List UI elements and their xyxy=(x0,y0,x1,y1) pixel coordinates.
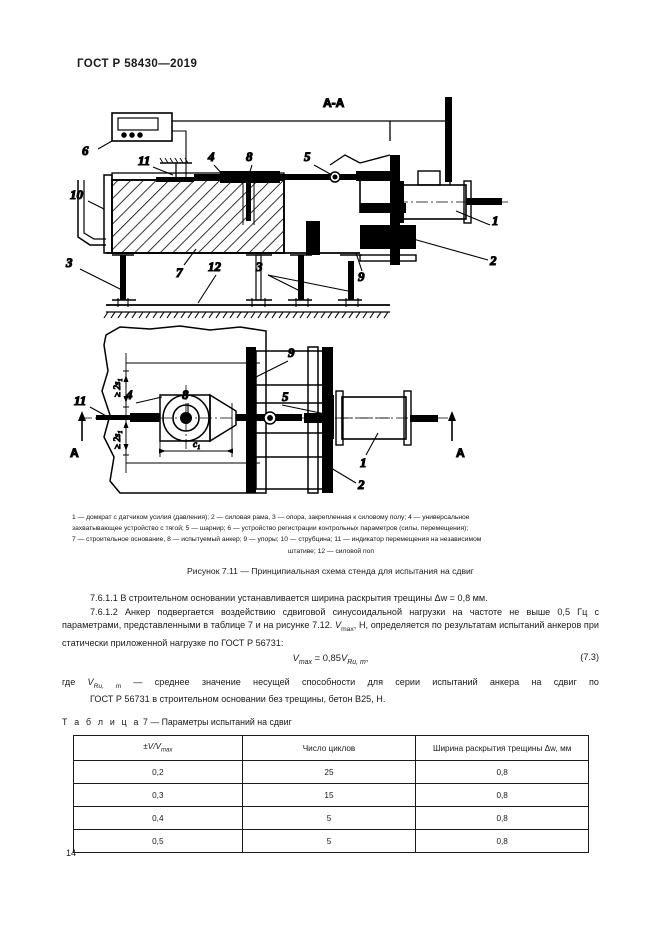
table-caption-rest: 7 — Параметры испытаний на сдвиг xyxy=(140,717,292,727)
formula-vrum-sub: Ru, m xyxy=(347,658,366,666)
table-caption-prefix: Т а б л и ц а xyxy=(62,717,141,727)
cell-ratio: 0,4 xyxy=(73,806,243,830)
where-text-1: — среднее значение несущей способности д… xyxy=(121,677,599,687)
plan-callout-2: 2 xyxy=(357,477,365,492)
cell-crack: 0,8 xyxy=(415,783,589,807)
legend-line-3: 7 — строительное основание, 8 — испытуем… xyxy=(72,536,482,544)
formula-vrum: V xyxy=(340,652,348,663)
where-block: где VRu, m — среднее значение несущей сп… xyxy=(62,676,599,707)
vmax-subscript: max xyxy=(341,626,354,633)
legend-line-1: 1 — домкрат с датчиком усилия (давления)… xyxy=(72,514,470,521)
legend-line-2: захватывающее устройство с тягой; 5 — ша… xyxy=(72,525,469,533)
table-row: 0,2 25 0,8 xyxy=(73,760,589,784)
table-row: 0,3 15 0,8 xyxy=(73,783,589,807)
where-line-1: где VRu, m — среднее значение несущей сп… xyxy=(62,676,599,693)
paragraph-7-6-1-2-part-a: 7.6.1.2 Анкер подвергается воздействию с… xyxy=(62,606,599,631)
formula-vmax-sub: max xyxy=(298,658,313,666)
parameters-table: ±V/Vmax Число циклов Ширина раскрытия тр… xyxy=(73,735,589,853)
cell-crack: 0,8 xyxy=(415,829,589,853)
cell-cycles: 5 xyxy=(241,829,417,853)
table-row: 0,5 5 0,8 xyxy=(73,829,589,853)
where-prefix: где xyxy=(62,677,88,687)
table-header-crack: Ширина раскрытия трещины Δw, мм xyxy=(415,735,589,761)
callout-2: 2 xyxy=(489,253,497,268)
formula-7-3: Vmax = 0,85VRu, m, xyxy=(62,652,599,666)
callout-3b: 3 xyxy=(255,259,263,274)
formula-7-3-row: Vmax = 0,85VRu, m, (7.3) xyxy=(62,652,599,666)
dimension-c1: c₁ xyxy=(193,439,200,449)
paragraph-7-6-1-1: 7.6.1.1 В строительном основании устанав… xyxy=(90,593,488,603)
table-header-cycles: Число циклов xyxy=(241,735,417,761)
plan-callout-5: 5 xyxy=(282,389,289,404)
callout-1: 1 xyxy=(492,213,499,228)
plan-callout-9: 9 xyxy=(288,345,295,360)
cell-ratio: 0,2 xyxy=(73,760,243,784)
callout-8: 8 xyxy=(246,149,253,164)
formula-equals: = 0,85 xyxy=(312,652,341,663)
plan-callout-4: 4 xyxy=(125,387,133,402)
callout-11: 11 xyxy=(138,153,150,168)
body-text: 7.6.1.1 В строительном основании устанав… xyxy=(62,592,599,650)
cell-crack: 0,8 xyxy=(415,806,589,830)
header-ratio-text: ±V/V xyxy=(143,742,161,752)
figure-7-11: A-A xyxy=(60,85,605,495)
paragraph-7-6-1-2: 7.6.1.2 Анкер подвергается воздействию с… xyxy=(62,606,599,651)
formula-comma: , xyxy=(365,652,369,663)
callout-3a: 3 xyxy=(65,255,73,270)
callout-9: 9 xyxy=(358,269,365,284)
callout-5: 5 xyxy=(304,149,311,164)
where-symbol: V xyxy=(87,677,94,687)
section-mark-a-left: A xyxy=(70,446,79,460)
plan-callout-1: 1 xyxy=(360,455,367,470)
figure-title: Рисунок 7.11 — Принципиальная схема стен… xyxy=(187,566,474,576)
table-row: 0,4 5 0,8 xyxy=(73,806,589,830)
figure-legend: 1 — домкрат с датчиком усилия (давления)… xyxy=(72,512,590,557)
document-header-standard: ГОСТ Р 58430—2019 xyxy=(77,58,198,70)
callout-10: 10 xyxy=(70,187,84,202)
callout-7: 7 xyxy=(176,265,183,280)
table-header-row: ±V/Vmax Число циклов Ширина раскрытия тр… xyxy=(73,735,589,761)
cell-cycles: 25 xyxy=(241,760,417,784)
section-label-aa: A-A xyxy=(323,96,345,110)
formula-number: (7.3) xyxy=(580,652,599,662)
where-symbol-sub: Ru, m xyxy=(93,682,122,690)
page-number: 14 xyxy=(66,848,77,858)
header-ratio-sub: max xyxy=(160,747,173,754)
cell-ratio: 0,3 xyxy=(73,783,243,807)
cell-ratio: 0,5 xyxy=(73,829,243,853)
callout-6: 6 xyxy=(82,143,89,158)
cell-cycles: 5 xyxy=(241,806,417,830)
callout-12: 12 xyxy=(208,259,222,274)
legend-line-4: штативе; 12 — силовой поп xyxy=(287,547,374,555)
formula-vmax: V xyxy=(292,652,299,663)
where-line-2: ГОСТ Р 56731 в строительном основании бе… xyxy=(90,694,386,705)
table-caption: Т а б л и ц а 7 — Параметры испытаний на… xyxy=(62,717,292,727)
plan-callout-8: 8 xyxy=(182,387,189,402)
plan-callout-11: 11 xyxy=(74,393,86,408)
dimension-upper-2s1: ≥ 2s₁ xyxy=(112,379,122,397)
vmax-symbol: V xyxy=(334,620,342,631)
cell-crack: 0,8 xyxy=(415,760,589,784)
paragraph-7-6-1-2-part-b: , Н, определяется по результатам испытан… xyxy=(62,620,599,648)
section-mark-a-right: A xyxy=(456,446,465,460)
figure-drawing: A-A xyxy=(64,95,510,494)
dimension-lower-2s1: ≥ 2s₁ xyxy=(112,431,122,449)
cell-cycles: 15 xyxy=(241,783,417,807)
callout-4: 4 xyxy=(207,149,215,164)
table-header-ratio: ±V/Vmax xyxy=(73,735,243,761)
